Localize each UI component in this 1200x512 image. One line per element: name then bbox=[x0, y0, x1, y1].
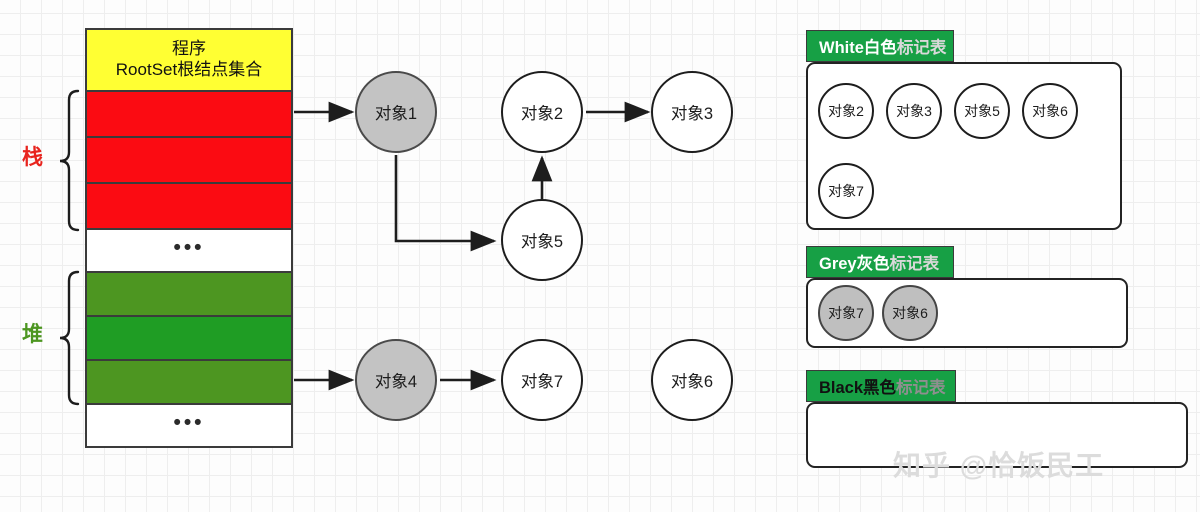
heap-label: 堆 bbox=[22, 323, 43, 346]
rootset-header-line2: RootSet根结点集合 bbox=[115, 60, 263, 79]
legend-black-tab-en: Black bbox=[819, 379, 864, 397]
chip-white-obj7[interactable]: 对象7 bbox=[818, 163, 874, 219]
legend-white-tab-text: White白色标记表 bbox=[819, 34, 946, 58]
chip-white-obj6[interactable]: 对象6 bbox=[1022, 83, 1078, 139]
stack-label: 栈 bbox=[22, 146, 43, 169]
rootset-row-green-3 bbox=[87, 361, 291, 405]
chip-white-obj2-label: 对象2 bbox=[828, 103, 864, 119]
node-obj3[interactable]: 对象3 bbox=[651, 71, 733, 153]
edge-obj1-to-obj5 bbox=[394, 155, 497, 252]
chip-white-obj3[interactable]: 对象3 bbox=[886, 83, 942, 139]
node-obj2-label: 对象2 bbox=[520, 105, 564, 123]
rootset-header-line1: 程序 bbox=[172, 39, 206, 59]
legend-black-tab-text: Black黑色标记表 bbox=[819, 374, 946, 398]
legend-black-tab-suffix: 标记表 bbox=[896, 379, 946, 397]
chip-grey-obj7[interactable]: 对象7 bbox=[818, 285, 874, 341]
legend-white-table: White白色标记表 对象2 对象3 对象5 对象6 对象7 bbox=[806, 30, 1122, 230]
rootset-row-ellipsis-stack: ••• bbox=[87, 230, 291, 273]
node-obj2[interactable]: 对象2 bbox=[501, 71, 583, 153]
node-obj1-label: 对象1 bbox=[374, 105, 418, 123]
stack-brace bbox=[59, 89, 80, 232]
legend-grey-row-1: 对象7 对象6 bbox=[818, 285, 938, 341]
chip-white-obj6-label: 对象6 bbox=[1032, 103, 1068, 119]
rootset-row-red-2 bbox=[87, 138, 291, 184]
node-obj1[interactable]: 对象1 bbox=[355, 71, 437, 153]
legend-grey-tab-cn: 灰色 bbox=[856, 255, 890, 273]
node-obj4[interactable]: 对象4 bbox=[355, 339, 437, 421]
legend-black-tab[interactable]: Black黑色标记表 bbox=[806, 370, 956, 402]
chip-grey-obj6[interactable]: 对象6 bbox=[882, 285, 938, 341]
node-obj5[interactable]: 对象5 bbox=[501, 199, 583, 281]
rootset-table: 程序 RootSet根结点集合 ••• ••• bbox=[85, 28, 293, 448]
rootset-row-green-1 bbox=[87, 273, 291, 317]
legend-white-tab-suffix: 标记表 bbox=[896, 39, 947, 57]
legend-grey-tab[interactable]: Grey灰色标记表 bbox=[806, 246, 954, 278]
legend-black-table: Black黑色标记表 bbox=[806, 370, 1188, 470]
rootset-header: 程序 RootSet根结点集合 bbox=[87, 30, 291, 92]
legend-white-tab-en: White bbox=[819, 39, 864, 57]
rootset-row-green-2 bbox=[87, 317, 291, 361]
node-obj5-label: 对象5 bbox=[520, 233, 564, 251]
legend-grey-tab-text: Grey灰色标记表 bbox=[819, 250, 939, 274]
chip-grey-obj7-label: 对象7 bbox=[828, 305, 864, 321]
node-obj6-label: 对象6 bbox=[670, 373, 714, 391]
chip-grey-obj6-label: 对象6 bbox=[892, 305, 928, 321]
chip-white-obj5[interactable]: 对象5 bbox=[954, 83, 1010, 139]
node-obj7[interactable]: 对象7 bbox=[501, 339, 583, 421]
watermark: 知乎 @恰饭民工 bbox=[893, 450, 1105, 481]
chip-white-obj5-label: 对象5 bbox=[964, 103, 1000, 119]
legend-grey-tab-suffix: 标记表 bbox=[889, 255, 940, 273]
heap-brace bbox=[59, 270, 80, 406]
chip-white-obj2[interactable]: 对象2 bbox=[818, 83, 874, 139]
node-obj7-label: 对象7 bbox=[520, 373, 564, 391]
node-obj3-label: 对象3 bbox=[670, 105, 714, 123]
legend-grey-tab-en: Grey bbox=[819, 255, 857, 273]
rootset-row-red-1 bbox=[87, 92, 291, 138]
node-obj4-label: 对象4 bbox=[374, 373, 418, 391]
legend-white-tab[interactable]: White白色标记表 bbox=[806, 30, 954, 62]
legend-white-row-1: 对象2 对象3 对象5 对象6 bbox=[818, 83, 1078, 139]
legend-black-body bbox=[806, 402, 1188, 468]
legend-white-row-2: 对象7 bbox=[818, 163, 874, 219]
rootset-row-ellipsis-heap: ••• bbox=[87, 405, 291, 446]
chip-white-obj3-label: 对象3 bbox=[896, 103, 932, 119]
node-obj6[interactable]: 对象6 bbox=[651, 339, 733, 421]
rootset-row-red-3 bbox=[87, 184, 291, 230]
chip-white-obj7-label: 对象7 bbox=[828, 183, 864, 199]
legend-white-tab-cn: 白色 bbox=[863, 39, 897, 57]
legend-grey-table: Grey灰色标记表 对象7 对象6 bbox=[806, 246, 1128, 356]
legend-black-tab-cn: 黑色 bbox=[863, 379, 897, 397]
